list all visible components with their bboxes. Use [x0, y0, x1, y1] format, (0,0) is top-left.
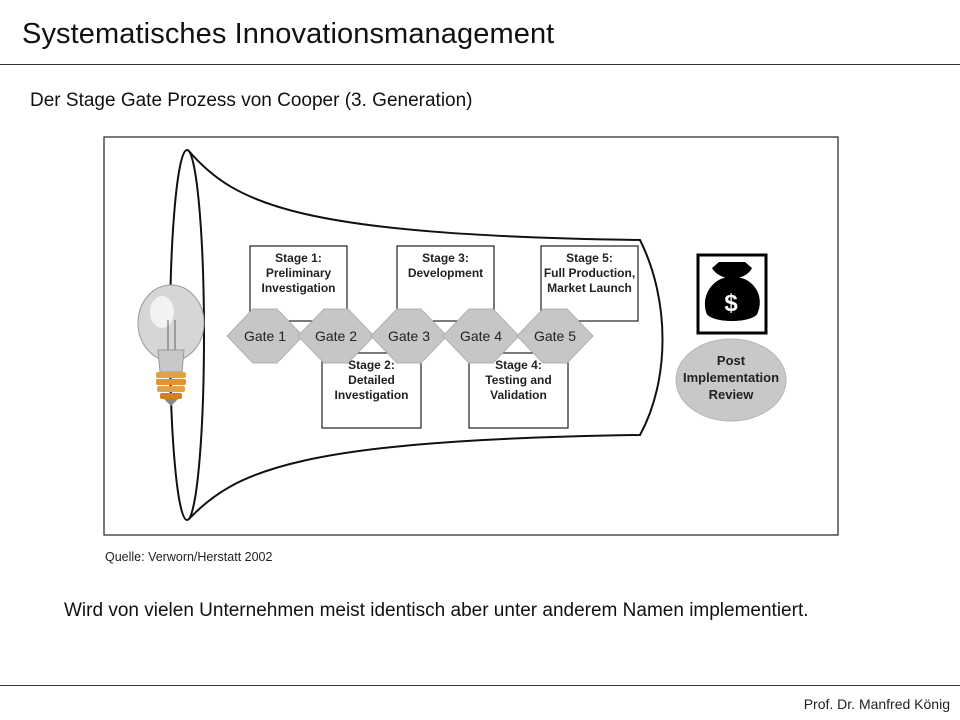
- gate-label: Gate 1: [244, 328, 286, 344]
- review-label-line: Post: [717, 353, 746, 368]
- slide-subtitle: Der Stage Gate Prozess von Cooper (3. Ge…: [30, 90, 473, 111]
- post-implementation-review: Post Implementation Review: [675, 338, 787, 422]
- stage-label-line: Stage 4:: [495, 358, 542, 372]
- stage-label-line: Validation: [490, 388, 547, 402]
- stage-label-line: Testing and: [485, 373, 551, 387]
- footer-divider: [0, 685, 960, 686]
- lightbulb-icon: [137, 284, 205, 406]
- stage-label-line: Development: [408, 266, 483, 280]
- page-title: Systematisches Innovationsmanagement: [22, 18, 555, 50]
- stage-label-line: Full Production,: [544, 266, 635, 280]
- source-citation: Quelle: Verworn/Herstatt 2002: [105, 550, 273, 564]
- stage-label-line: Stage 1:: [275, 251, 322, 265]
- gate-label: Gate 3: [388, 328, 430, 344]
- footer-author: Prof. Dr. Manfred König: [803, 696, 950, 712]
- stage-label-line: Stage 5:: [566, 251, 613, 265]
- stage-label-line: Investigation: [334, 388, 408, 402]
- funnel-outline: [187, 149, 664, 521]
- body-text: Wird von vielen Unternehmen meist identi…: [64, 600, 809, 621]
- stage-label-line: Preliminary: [266, 266, 332, 280]
- stage-label-line: Market Launch: [547, 281, 632, 295]
- review-label-line: Implementation: [683, 370, 779, 385]
- gate-diamond: Gate 2: [297, 308, 375, 364]
- gate-diamond: Gate 3: [370, 308, 448, 364]
- header-divider: [0, 64, 960, 65]
- review-label-line: Review: [709, 387, 755, 402]
- stage-label-line: Stage 3:: [422, 251, 469, 265]
- gate-diamond: Gate 5: [516, 308, 594, 364]
- gate-label: Gate 2: [315, 328, 357, 344]
- stage-label-line: Detailed: [348, 373, 395, 387]
- stage-label-line: Stage 2:: [348, 358, 395, 372]
- gate-label: Gate 4: [460, 328, 502, 344]
- money-symbol: $: [724, 290, 738, 317]
- stage-label-line: Investigation: [261, 281, 335, 295]
- money-bag-icon: $: [696, 253, 768, 335]
- gate-label: Gate 5: [534, 328, 576, 344]
- gate-diamond: Gate 1: [226, 308, 304, 364]
